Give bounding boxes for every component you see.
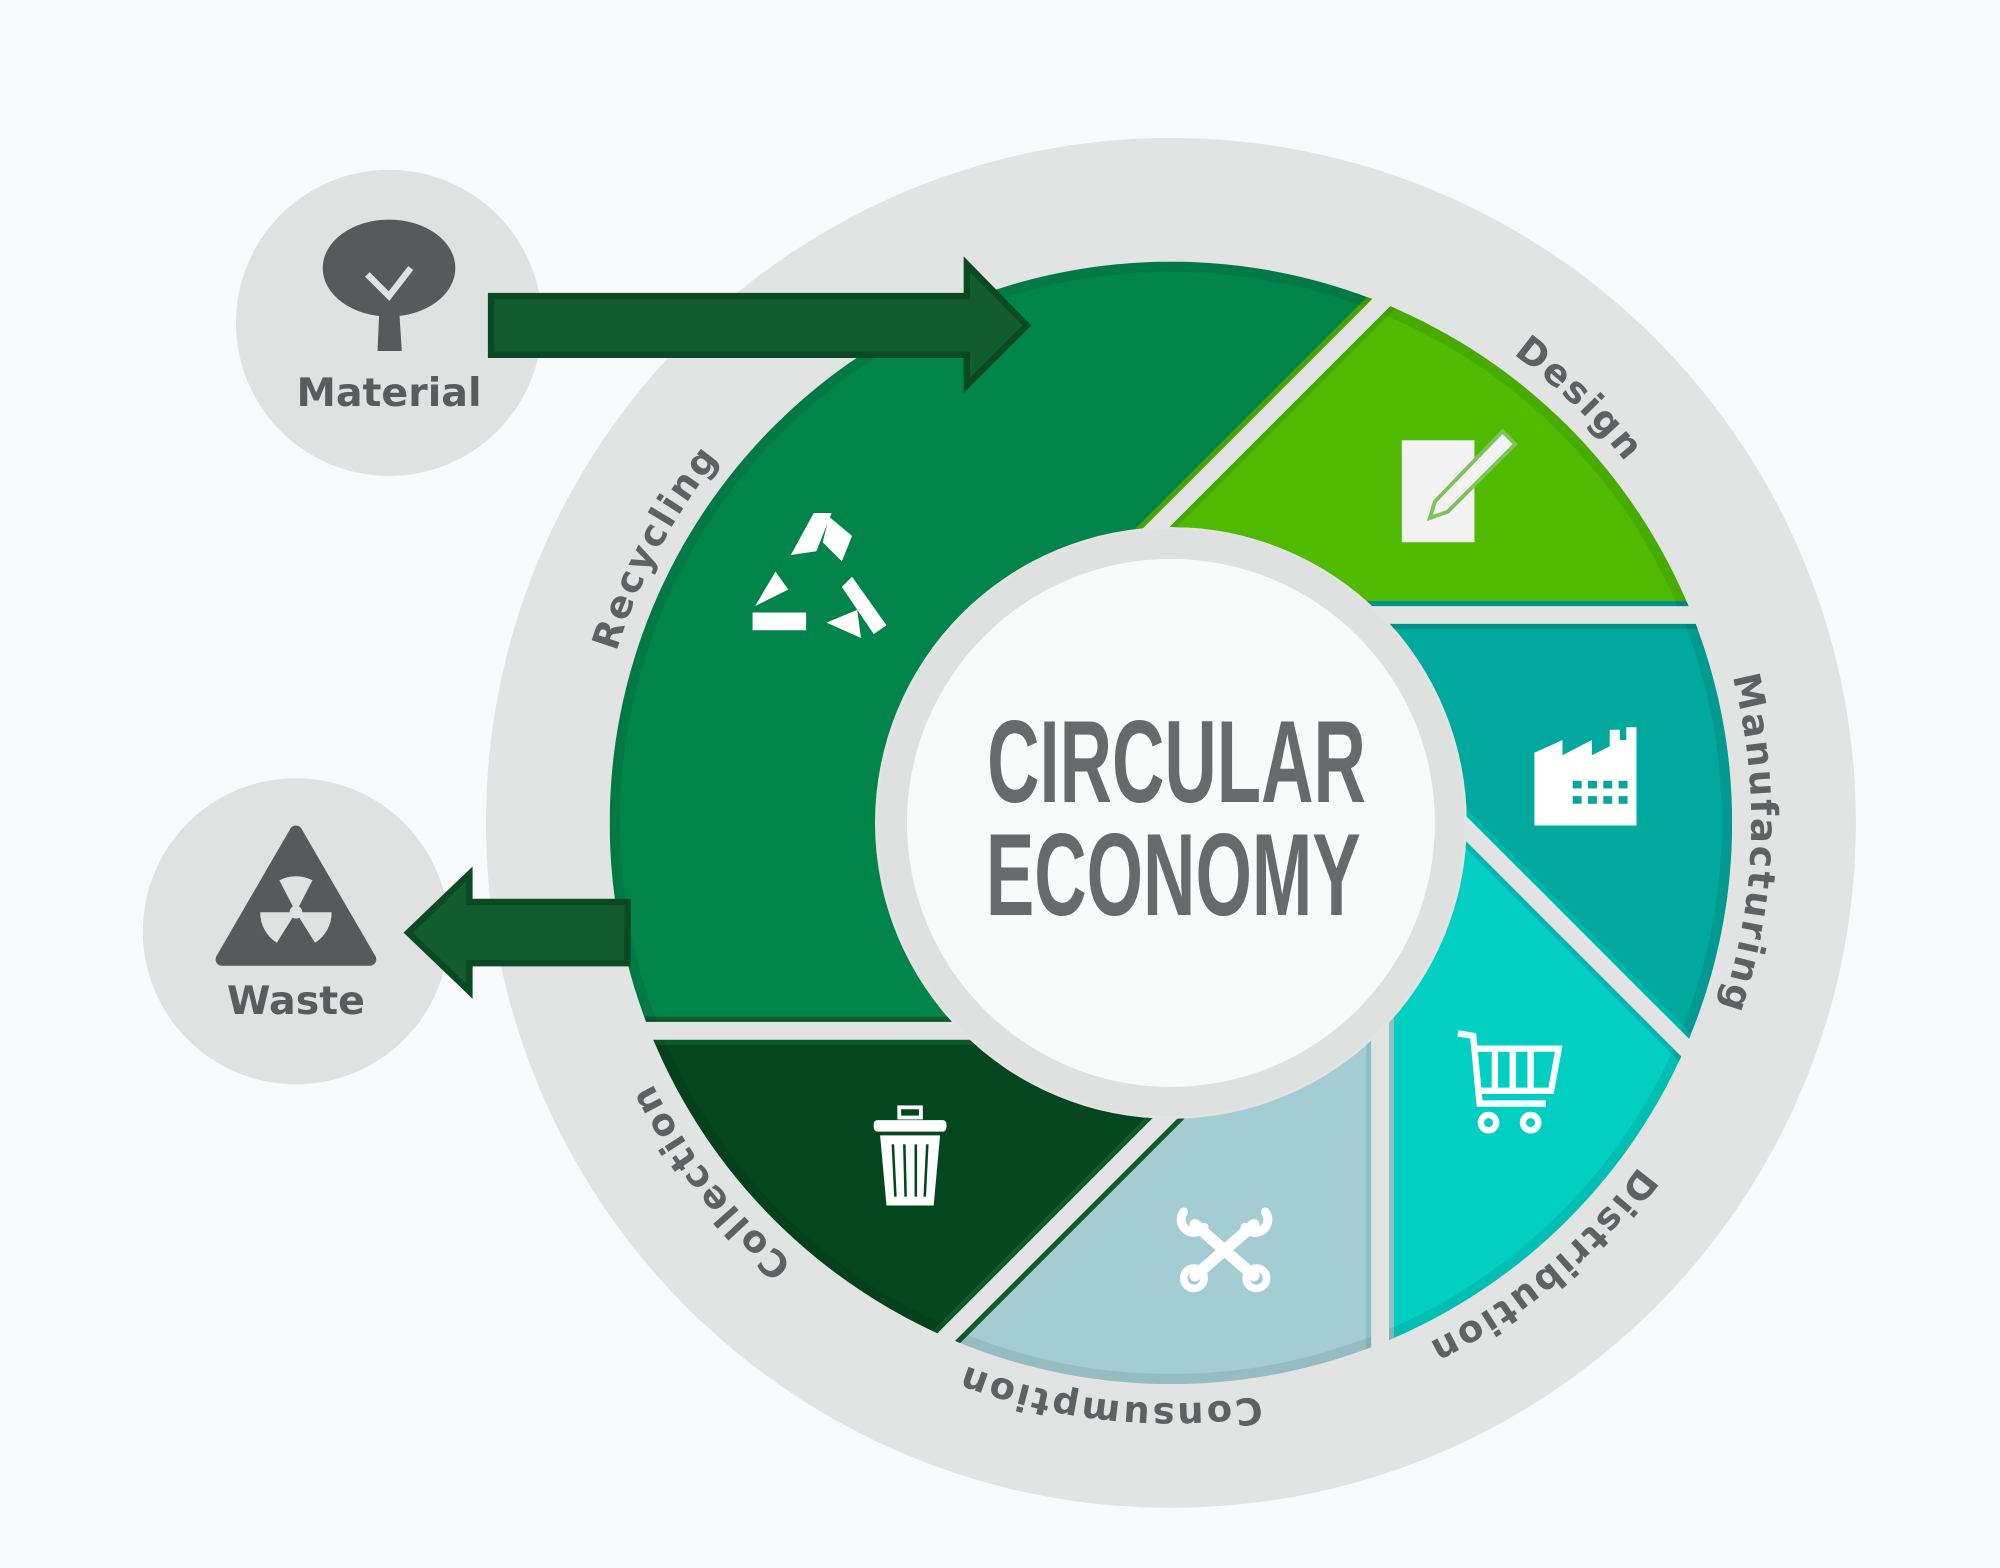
pencil-paper-icon [1401, 428, 1519, 543]
title-line2-container: ECONOMY [871, 809, 1471, 940]
title-line1-container: CIRCULAR [871, 696, 1471, 827]
title-line1: CIRCULAR [987, 696, 1366, 827]
material-label: Material [297, 370, 482, 416]
title-line2: ECONOMY [985, 809, 1361, 940]
segment-gaps [612, 261, 1716, 1378]
wrench-tools-icon [1176, 1207, 1273, 1293]
center-circle [906, 558, 1435, 1087]
factory-icon [1534, 727, 1637, 826]
material-arrow [487, 256, 1032, 394]
waste-label: Waste [227, 978, 365, 1024]
recycle-icon [752, 512, 887, 638]
waste-arrow [403, 866, 631, 999]
radiation-hazard-icon [215, 825, 377, 966]
tree-icon [322, 219, 456, 351]
shopping-cart-icon [1457, 1030, 1563, 1134]
trash-can-icon [873, 1105, 947, 1206]
